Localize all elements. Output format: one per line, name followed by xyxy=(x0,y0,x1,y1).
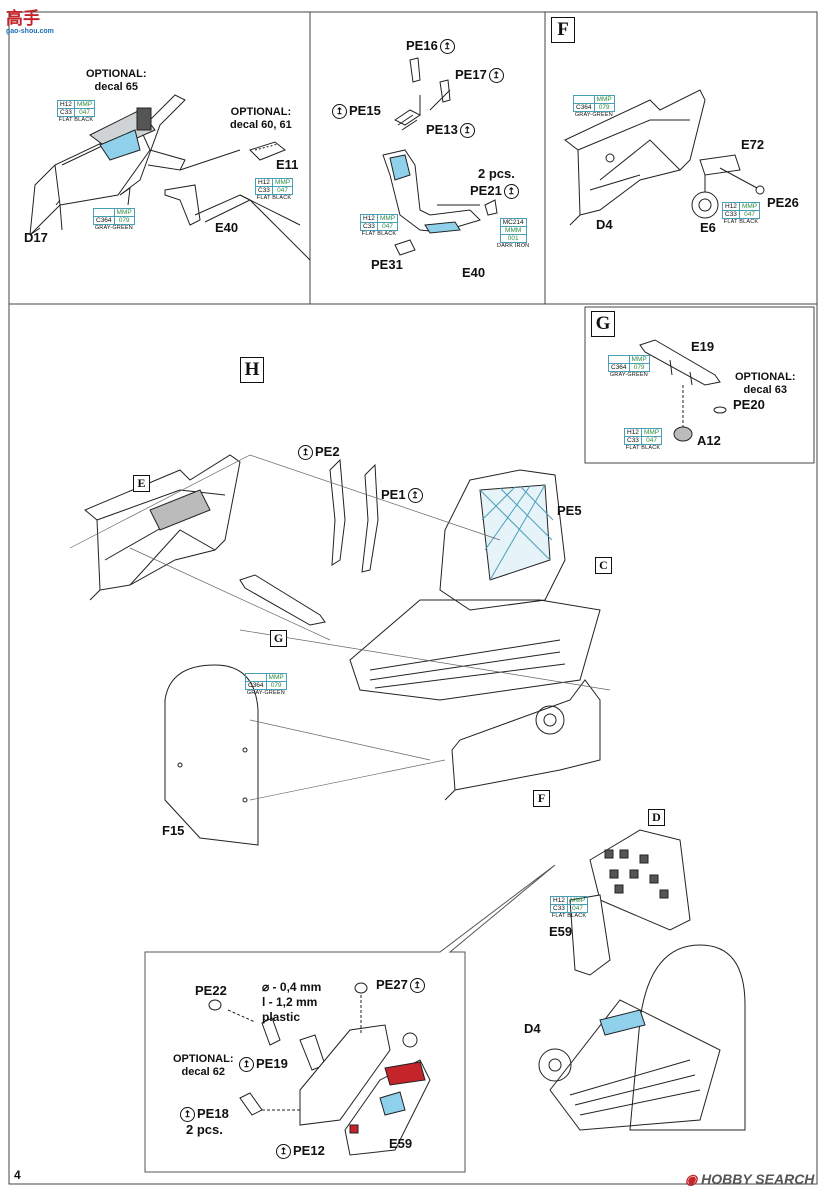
step-h-marker: H xyxy=(240,357,264,383)
watermark-top: 高手 gao-shou.com xyxy=(6,10,54,36)
optional-decal-62-note: OPTIONAL:decal 62 xyxy=(173,1053,234,1078)
photo-etch-icon: ↥ xyxy=(239,1057,254,1073)
part-label-e11: E11 xyxy=(276,157,299,172)
part-label-two-pcs: 2 pcs. xyxy=(186,1122,223,1137)
subassembly-ref-g: G xyxy=(270,630,287,647)
part-label-pe19: ↥PE19 xyxy=(237,1056,288,1073)
subassembly-ref-d: D xyxy=(648,809,665,826)
part-label-e40: E40 xyxy=(462,265,486,280)
part-label-pe21: PE21↥ xyxy=(470,183,521,200)
part-label-pe13: PE13↥ xyxy=(426,122,477,139)
photo-etch-icon: ↥ xyxy=(180,1107,195,1123)
part-label-pe15: ↥PE15 xyxy=(330,103,381,120)
part-label-a12: A12 xyxy=(697,433,721,448)
subassembly-ref-f: F xyxy=(533,790,550,807)
part-label-e72: E72 xyxy=(741,137,765,152)
photo-etch-icon: ↥ xyxy=(503,184,519,200)
photo-etch-icon: ↥ xyxy=(276,1144,291,1160)
step-f-marker: F xyxy=(551,17,575,43)
photo-etch-icon: ↥ xyxy=(439,39,455,55)
step-g-marker: G xyxy=(591,311,615,337)
part-label-pe26: PE26 xyxy=(767,195,799,210)
part-label-pe22: PE22 xyxy=(195,983,227,998)
optional-decal-65-note: OPTIONAL:decal 65 xyxy=(86,68,147,93)
part-label-pe1: PE1↥ xyxy=(381,487,425,504)
part-label-pe18: ↥PE18 xyxy=(178,1106,229,1123)
part-label-two-pcs: 2 pcs. xyxy=(478,166,515,181)
photo-etch-icon: ↥ xyxy=(407,488,423,504)
part-label-d4: D4 xyxy=(524,1021,541,1036)
part-label-pe27: PE27↥ xyxy=(376,977,427,994)
part-label-e59: E59 xyxy=(549,924,573,939)
watermark-bottom: ◉ HOBBY SEARCH xyxy=(685,1171,814,1188)
part-label-d4: D4 xyxy=(596,217,613,232)
part-label-pe31: PE31 xyxy=(371,257,403,272)
watermark-brand: HOBBY SEARCH xyxy=(701,1171,815,1187)
photo-etch-icon: ↥ xyxy=(332,104,347,120)
part-label-pe5: PE5 xyxy=(557,503,582,518)
part-label-pe20: PE20 xyxy=(733,397,765,412)
photo-etch-icon: ↥ xyxy=(488,68,504,84)
watermark-url: gao-shou.com xyxy=(6,28,54,35)
part-label-e19: E19 xyxy=(691,339,715,354)
part-label-pe16: PE16↥ xyxy=(406,38,457,55)
subassembly-ref-c: C xyxy=(595,557,612,574)
page-number: 4 xyxy=(14,1168,21,1182)
part-label-pe12: ↥PE12 xyxy=(274,1143,325,1160)
part-label-pe17: PE17↥ xyxy=(455,67,506,84)
subassembly-ref-e: E xyxy=(133,475,150,492)
photo-etch-icon: ↥ xyxy=(409,978,425,994)
part-label-f15: F15 xyxy=(162,823,185,838)
hobby-search-logo-icon: ◉ xyxy=(685,1171,702,1187)
photo-etch-icon: ↥ xyxy=(298,445,313,461)
part-label-d17: D17 xyxy=(24,230,48,245)
optional-decal-60-61-note: OPTIONAL:decal 60, 61 xyxy=(230,106,292,131)
part-label-e6: E6 xyxy=(700,220,716,235)
watermark-chinese: 高手 xyxy=(6,9,40,28)
photo-etch-icon: ↥ xyxy=(459,123,475,139)
optional-decal-63-note: OPTIONAL:decal 63 xyxy=(735,371,796,396)
part-label-e40: E40 xyxy=(215,220,239,235)
part-label-e59: E59 xyxy=(389,1136,413,1151)
part-label-pe2: ↥PE2 xyxy=(296,444,340,461)
